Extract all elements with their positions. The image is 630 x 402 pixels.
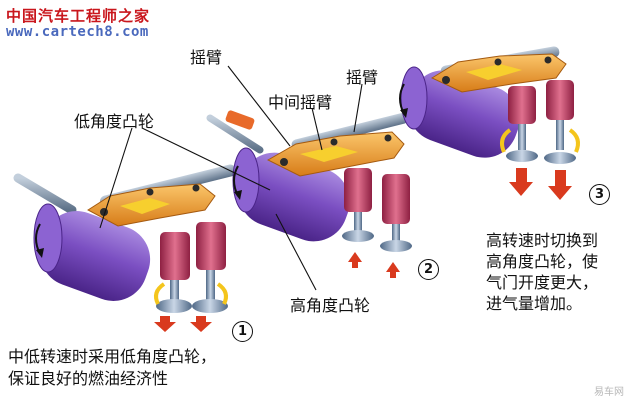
label-low-angle-cam: 低角度凸轮 <box>74 112 155 131</box>
cam-lobe <box>400 66 428 130</box>
valve-spring <box>508 86 536 124</box>
valve-spring <box>382 174 410 224</box>
stage-number-2: 2 <box>418 259 439 280</box>
valve-motion-arrow <box>190 316 212 332</box>
leader-rocker-top <box>227 65 291 147</box>
valve-spring <box>160 232 190 280</box>
cam-lobe <box>33 203 63 273</box>
valve-head <box>342 230 374 242</box>
stage-1-line-2: 保证良好的燃油经济性 <box>8 369 169 388</box>
valve-motion-arrow <box>154 316 176 332</box>
label-high-angle-cam: 高角度凸轮 <box>290 296 371 315</box>
valve-head <box>544 152 576 164</box>
stage-1-description: 中低转速时采用低角度凸轮， 保证良好的燃油经济性 <box>8 346 216 390</box>
intake-flow-arrow <box>154 282 166 305</box>
intake-flow-arrow <box>216 282 228 305</box>
camshaft-rod <box>206 114 264 154</box>
brand-chinese-title: 中国汽车工程师之家 <box>6 7 151 25</box>
leader-lines <box>99 65 363 291</box>
valve-head <box>506 150 538 162</box>
stage-number-1: 1 <box>232 321 253 342</box>
valve-motion-arrow <box>509 168 533 196</box>
label-middle-rocker: 中间摇臂 <box>268 93 333 112</box>
stage-number-3: 3 <box>589 184 610 205</box>
intake-flow-arrow <box>500 128 512 153</box>
stage-3-description: 高转速时切换到 高角度凸轮，使 气门开度更大， 进气量增加。 <box>486 230 598 314</box>
stage-3-line-3: 气门开度更大， <box>486 273 599 292</box>
valve-spring <box>196 222 226 270</box>
leader-rocker-right <box>353 83 363 133</box>
label-rocker-arm-top: 摇臂 <box>190 48 223 67</box>
camshaft <box>408 70 520 158</box>
leader-low-cam-2 <box>141 127 271 191</box>
valvetrain-assembly-3 <box>399 46 580 200</box>
cam-lobe <box>232 147 260 213</box>
intake-flow-arrow <box>568 128 580 153</box>
camshaft <box>39 211 151 301</box>
valvetrain-assembly-2 <box>206 110 412 278</box>
valve-motion-arrow <box>348 252 362 268</box>
leader-high-cam <box>275 213 317 291</box>
camshaft <box>238 152 350 242</box>
leader-middle-rocker <box>311 107 323 151</box>
stage-3-line-1: 高转速时切换到 <box>486 231 599 250</box>
valve-head <box>380 240 412 252</box>
stage-3-line-4: 进气量增加。 <box>486 294 583 313</box>
watermark: 易车网 <box>594 387 624 398</box>
stage-1-line-1: 中低转速时采用低角度凸轮， <box>8 347 217 366</box>
label-rocker-arm-right: 摇臂 <box>346 68 379 87</box>
stage-3-line-2: 高角度凸轮，使 <box>486 252 599 271</box>
valve-spring <box>546 80 574 120</box>
valvetrain-assembly-1 <box>13 164 237 332</box>
valve-head <box>156 299 192 313</box>
valve-spring <box>344 168 372 212</box>
leader-low-cam-1 <box>99 127 133 229</box>
brand-url: www.cartech8.com <box>6 24 149 40</box>
valve-motion-arrow <box>548 170 572 200</box>
valve-motion-arrow <box>386 262 400 278</box>
valve-head <box>192 299 228 313</box>
camshaft-rod <box>13 173 77 215</box>
